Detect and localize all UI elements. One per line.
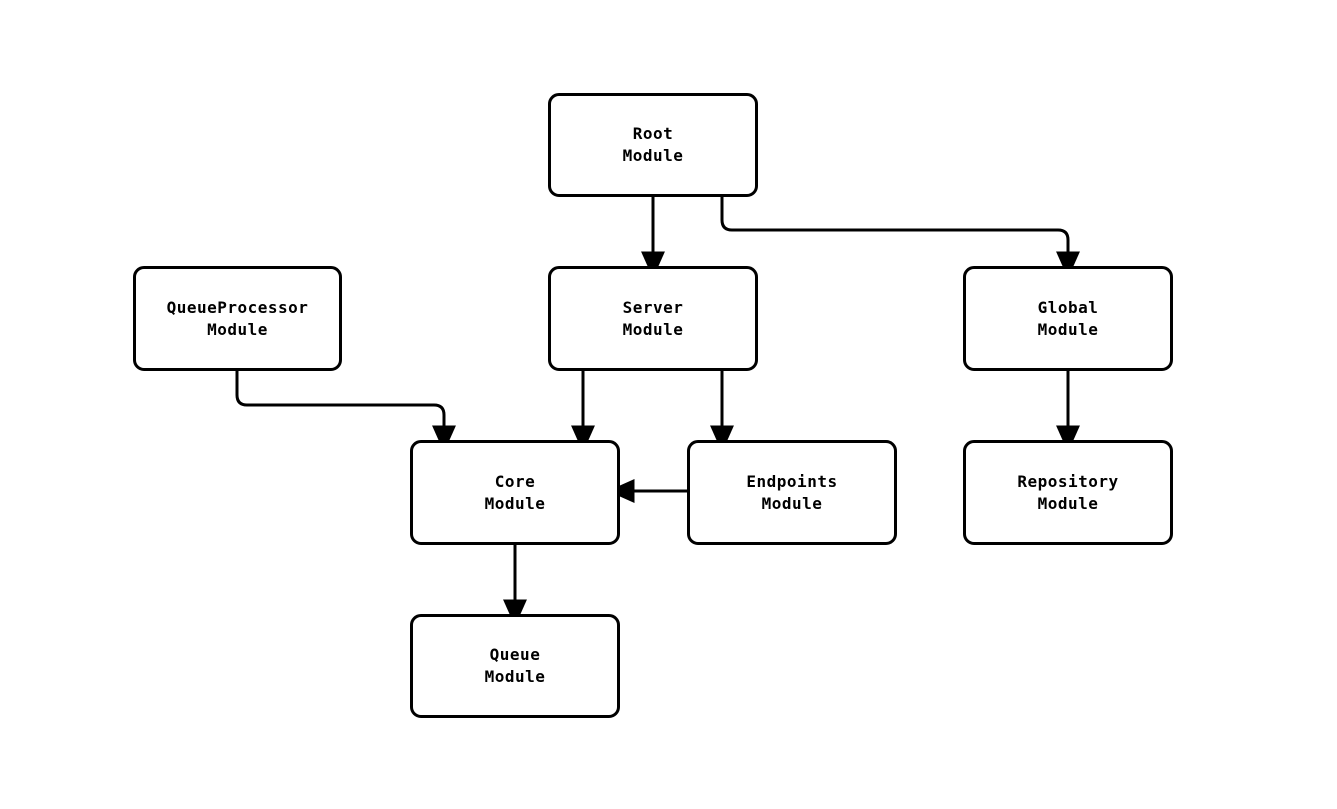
- node-global-module-line2: Module: [1037, 319, 1099, 339]
- node-core-module[interactable]: Core Module: [410, 440, 620, 545]
- node-core-module-line1: Core: [494, 471, 536, 491]
- node-queueprocessor-module[interactable]: QueueProcessor Module: [133, 266, 342, 371]
- node-queue-module-line1: Queue: [489, 645, 541, 664]
- node-queue-module-line2: Module: [484, 667, 546, 686]
- node-repository-module[interactable]: Repository Module: [963, 440, 1173, 545]
- node-root-module[interactable]: Root Module: [548, 93, 758, 197]
- node-core-module-line2: Module: [484, 493, 546, 513]
- node-global-module[interactable]: Global Module: [963, 266, 1173, 371]
- node-repository-module-line1: Repository: [1017, 471, 1119, 491]
- edge-root-to-global: [720, 197, 1080, 279]
- node-endpoints-module-line2: Module: [761, 493, 823, 513]
- node-queueprocessor-module-line1: QueueProcessor: [166, 297, 309, 317]
- node-server-module-line1: Server: [622, 297, 684, 317]
- node-root-module-line2: Module: [622, 146, 684, 165]
- node-endpoints-module-line1: Endpoints: [746, 471, 838, 491]
- node-root-module-line1: Root: [632, 124, 674, 143]
- node-repository-module-line2: Module: [1037, 493, 1099, 513]
- node-server-module[interactable]: Server Module: [548, 266, 758, 371]
- node-queueprocessor-module-line2: Module: [207, 319, 268, 339]
- node-endpoints-module[interactable]: Endpoints Module: [687, 440, 897, 545]
- node-global-module-line1: Global: [1037, 297, 1099, 317]
- node-server-module-line2: Module: [622, 319, 684, 339]
- edge-queueprocessor-to-core: [235, 371, 456, 453]
- node-queue-module[interactable]: Queue Module: [410, 614, 620, 718]
